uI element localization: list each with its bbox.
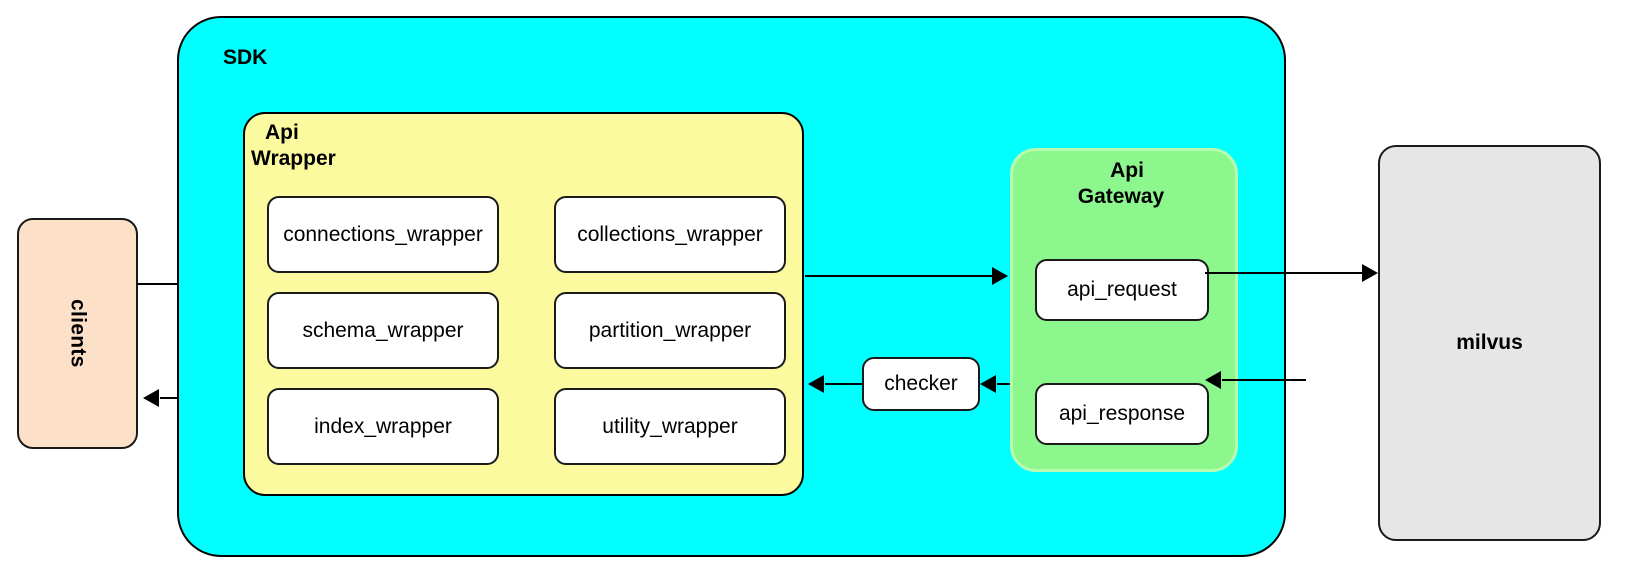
api-gateway-container[interactable]: Api Gateway api_request api_response bbox=[1010, 148, 1238, 472]
connector-api-request-to-milvus bbox=[1205, 272, 1365, 274]
arrowhead-api-request-to-milvus-icon bbox=[1362, 264, 1378, 282]
clients-label: clients bbox=[66, 299, 90, 368]
arrowhead-api-wrapper-to-api-gateway-icon bbox=[992, 267, 1008, 285]
api-wrapper-label: Api Wrapper bbox=[251, 120, 385, 171]
node-connections-wrapper-label: connections_wrapper bbox=[283, 222, 483, 246]
api-gateway-label-line2: Gateway bbox=[1077, 185, 1165, 209]
node-api-response-label: api_response bbox=[1058, 402, 1186, 425]
connector-milvus-to-api-response bbox=[1222, 379, 1306, 381]
node-api-request[interactable]: api_request bbox=[1035, 259, 1209, 321]
node-partition-wrapper-label: partition_wrapper bbox=[588, 318, 752, 342]
api-wrapper-label-line1: Api bbox=[265, 121, 299, 144]
node-collections-wrapper-label: collections_wrapper bbox=[577, 222, 763, 246]
milvus-node[interactable]: milvus bbox=[1378, 145, 1601, 541]
api-wrapper-container[interactable]: Api Wrapper connections_wrapper collecti… bbox=[243, 112, 804, 496]
sdk-container[interactable]: SDK Api Wrapper connections_wrapper coll… bbox=[177, 16, 1286, 557]
node-index-wrapper[interactable]: index_wrapper bbox=[267, 388, 499, 465]
node-partition-wrapper[interactable]: partition_wrapper bbox=[554, 292, 786, 369]
node-api-request-label: api_request bbox=[1067, 278, 1177, 301]
connector-api-wrapper-to-api-gateway bbox=[805, 275, 995, 277]
api-gateway-label-line1: Api bbox=[1110, 159, 1144, 182]
node-connections-wrapper[interactable]: connections_wrapper bbox=[267, 196, 499, 273]
node-schema-wrapper[interactable]: schema_wrapper bbox=[267, 292, 499, 369]
arrowhead-milvus-to-api-response-icon bbox=[1205, 371, 1221, 389]
checker-node[interactable]: checker bbox=[862, 357, 980, 411]
clients-node[interactable]: clients bbox=[17, 218, 138, 449]
arrowhead-checker-to-api-wrapper-icon bbox=[808, 375, 824, 393]
node-utility-wrapper[interactable]: utility_wrapper bbox=[554, 388, 786, 465]
milvus-label: milvus bbox=[1456, 331, 1523, 354]
connector-checker-to-api-wrapper bbox=[825, 383, 864, 385]
node-index-wrapper-label: index_wrapper bbox=[314, 414, 452, 438]
node-schema-wrapper-label: schema_wrapper bbox=[302, 318, 464, 342]
node-utility-wrapper-label: utility_wrapper bbox=[602, 414, 738, 438]
sdk-label: SDK bbox=[223, 46, 268, 69]
checker-label: checker bbox=[884, 372, 958, 395]
node-api-response[interactable]: api_response bbox=[1035, 383, 1209, 445]
arrowhead-api-wrapper-to-clients-icon bbox=[143, 389, 159, 407]
api-wrapper-label-line2: Wrapper bbox=[251, 146, 336, 170]
node-collections-wrapper[interactable]: collections_wrapper bbox=[554, 196, 786, 273]
arrowhead-api-response-to-checker-icon bbox=[980, 375, 996, 393]
api-gateway-label: Api Gateway bbox=[1013, 158, 1235, 211]
